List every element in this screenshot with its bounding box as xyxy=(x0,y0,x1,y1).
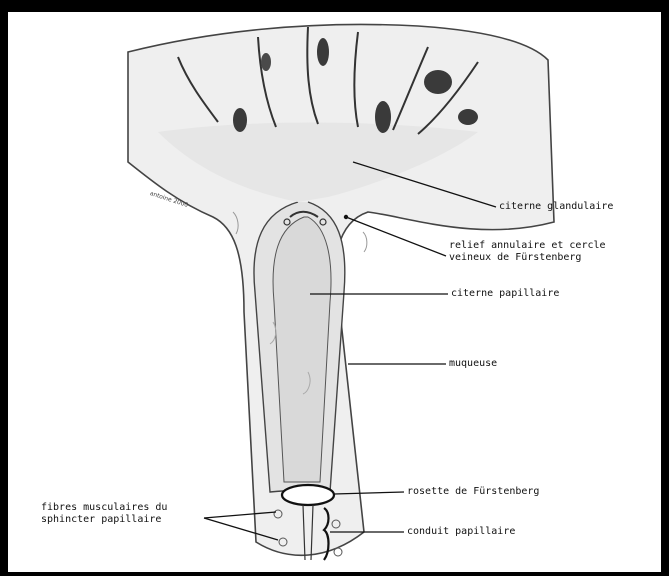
label-citerne-papillaire: citerne papillaire xyxy=(451,288,559,300)
label-fibres-line2: sphincter papillaire xyxy=(41,514,161,526)
teat-cistern xyxy=(273,217,331,482)
leader-relief-dot xyxy=(344,215,348,219)
teat-cross-section-illustration xyxy=(8,12,661,572)
dark-duct-b xyxy=(317,38,329,66)
dark-duct-c xyxy=(375,101,391,133)
dark-duct-a xyxy=(233,108,247,132)
sphincter-fibre-d xyxy=(334,548,342,556)
dark-duct-f xyxy=(458,109,478,125)
furstenberg-rosette xyxy=(282,485,334,505)
texture-mark-2 xyxy=(363,232,367,252)
label-relief-line1: relief annulaire et cercle xyxy=(449,240,606,252)
diagram-canvas: antoine 2000 citerne glandulaire relief … xyxy=(8,12,661,572)
label-rosette: rosette de Fürstenberg xyxy=(407,486,539,498)
label-relief-line2: veineux de Fürstenberg xyxy=(449,252,581,264)
label-fibres-line1: fibres musculaires du xyxy=(41,502,167,514)
dark-duct-d xyxy=(424,70,452,94)
label-citerne-glandulaire: citerne glandulaire xyxy=(499,201,613,213)
dark-duct-e xyxy=(261,53,271,71)
label-conduit: conduit papillaire xyxy=(407,526,515,538)
label-muqueuse: muqueuse xyxy=(449,358,497,370)
